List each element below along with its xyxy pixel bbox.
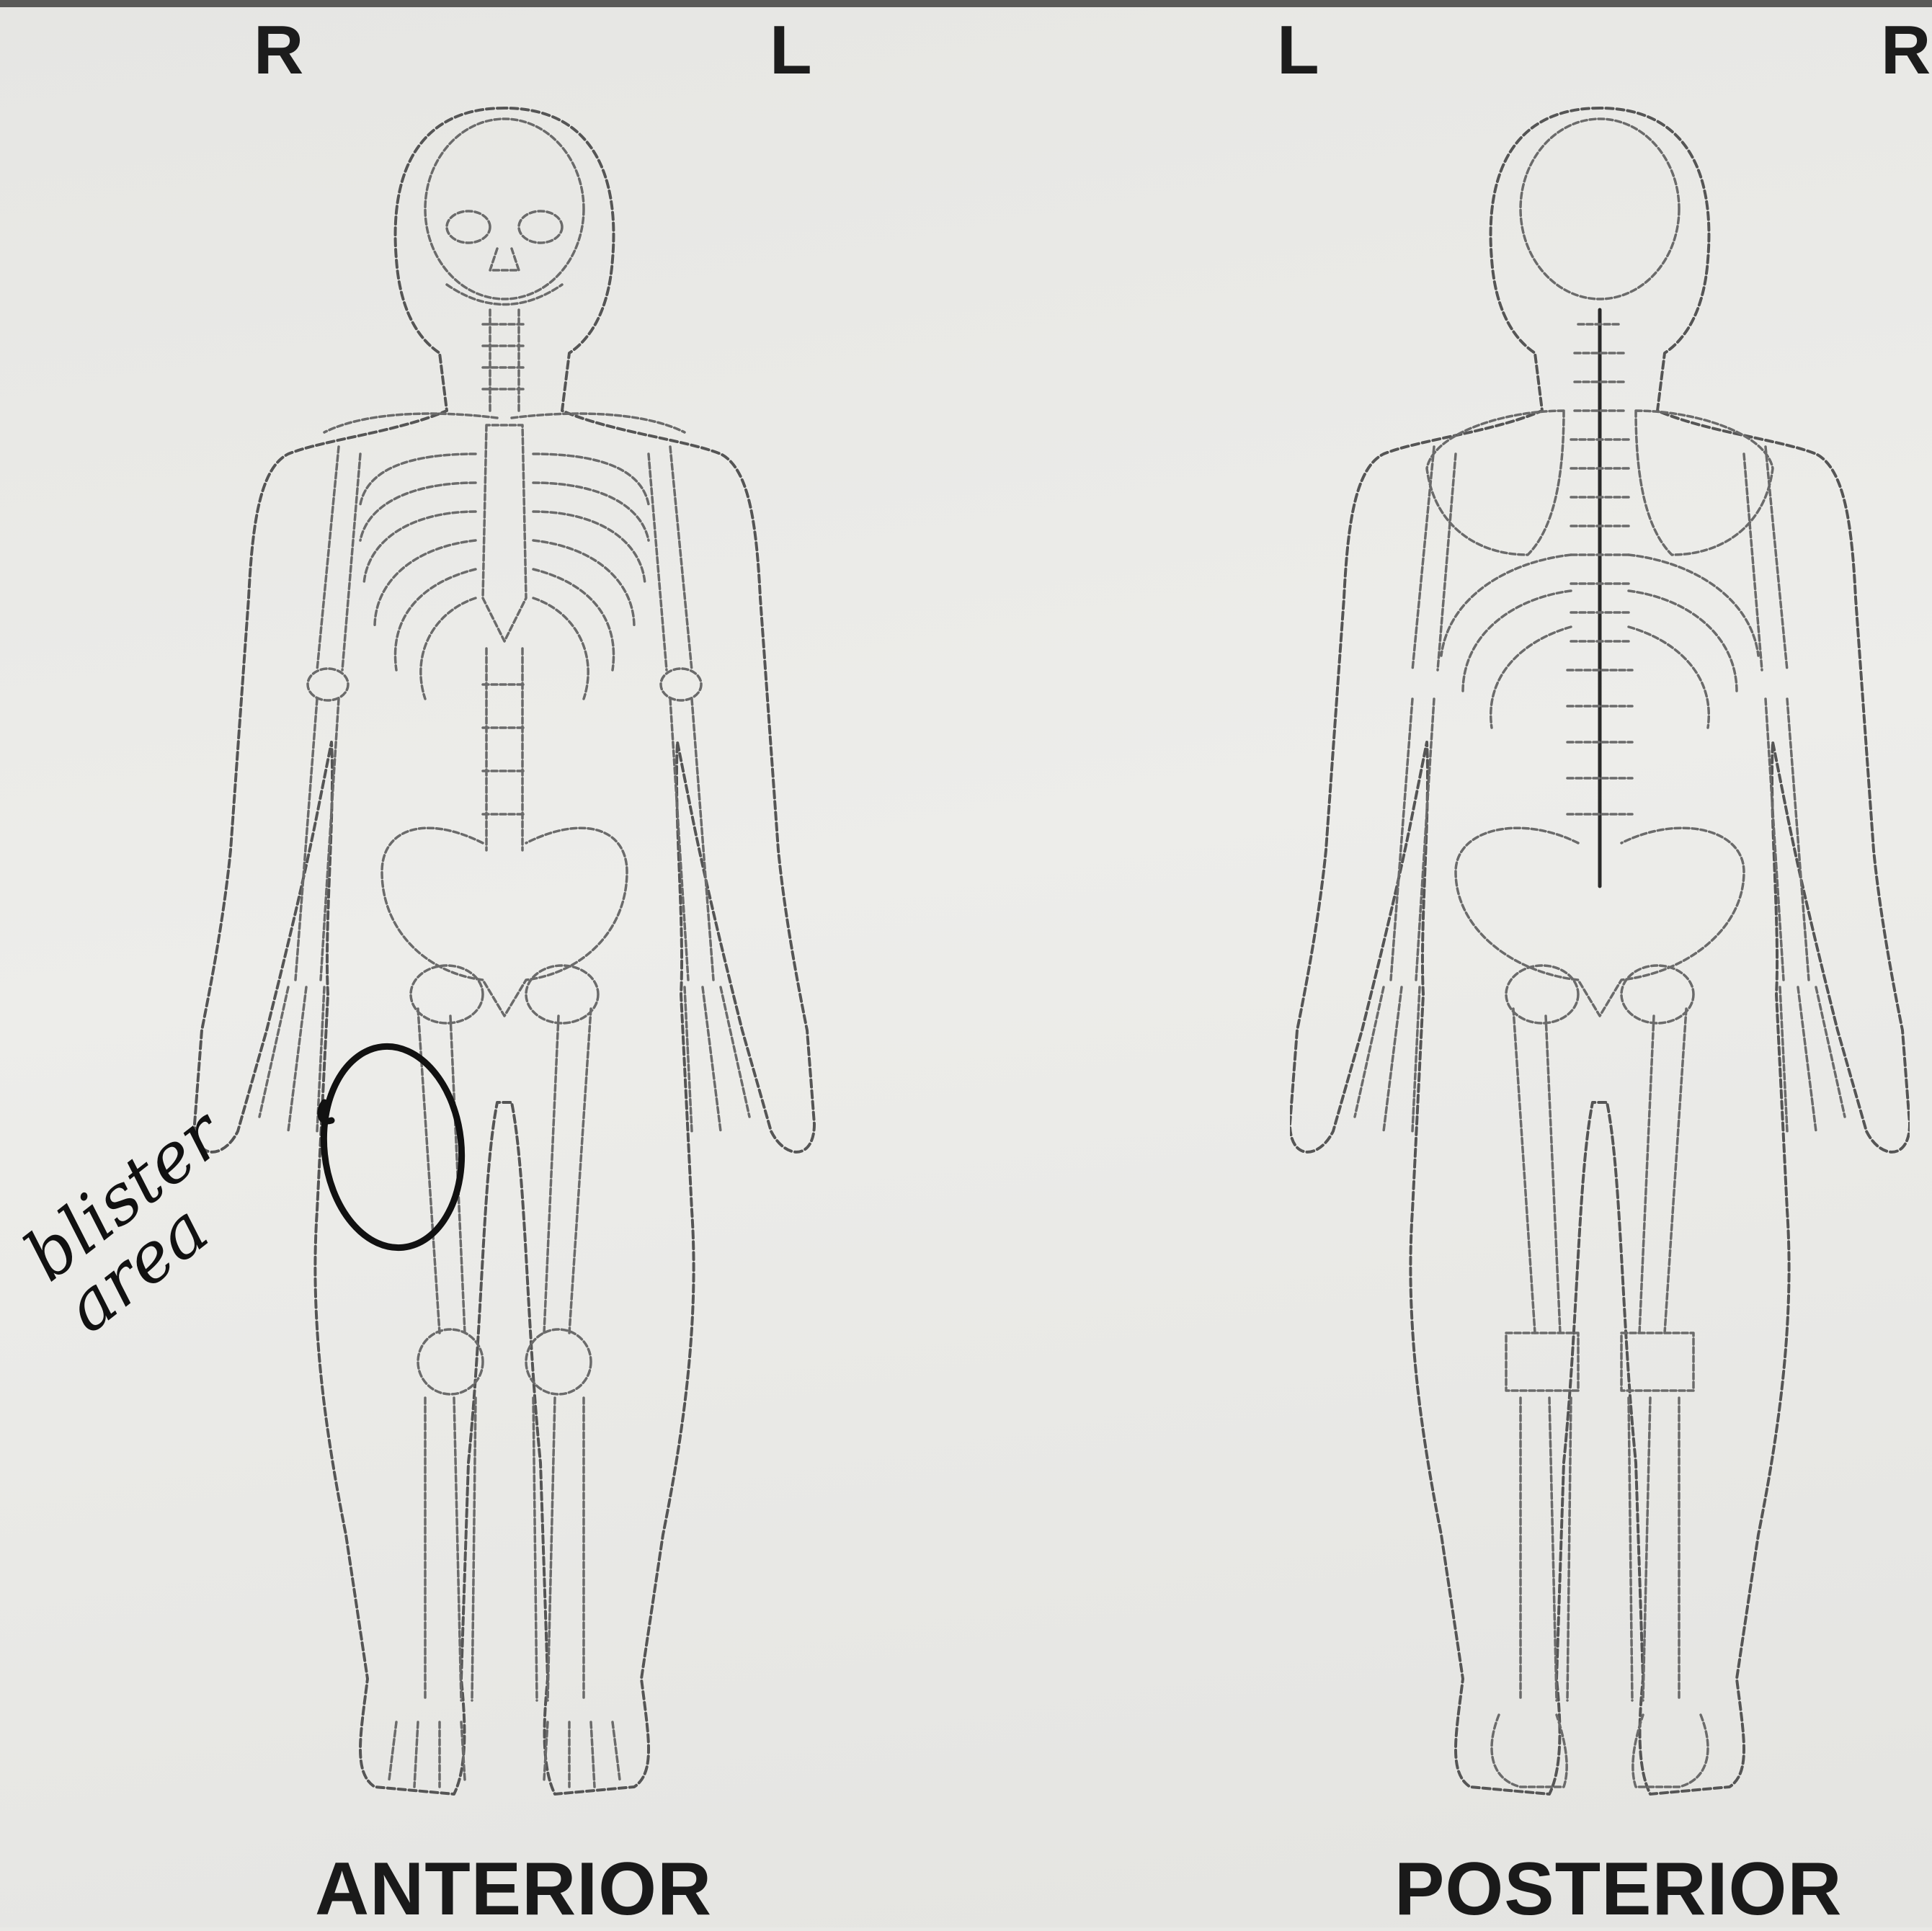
posterior-view-label: POSTERIOR: [1394, 1852, 1843, 1927]
blister-area-circle-mark: [314, 1040, 471, 1254]
anterior-view-label: ANTERIOR: [315, 1852, 712, 1927]
